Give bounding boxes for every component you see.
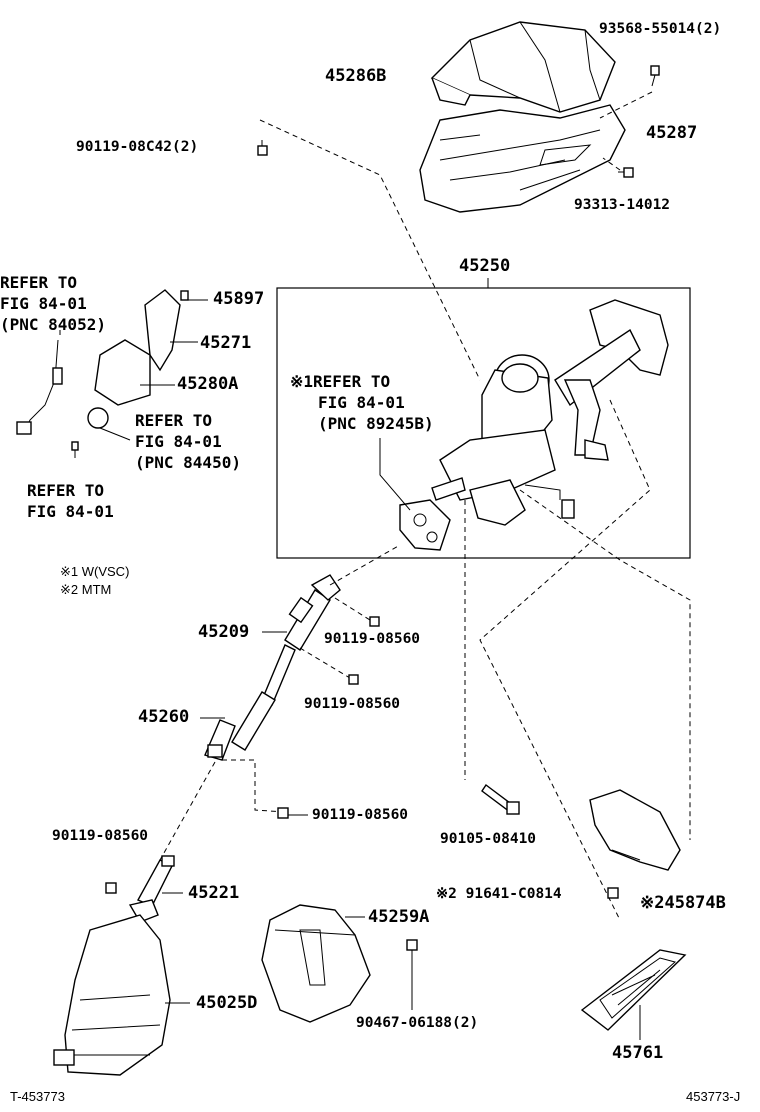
label-45761: 45761	[612, 1043, 664, 1063]
label-93313-14012: 93313-14012	[574, 197, 671, 213]
label-90467-06188: 90467-06188(2)	[356, 1015, 479, 1031]
label-45025D: 45025D	[196, 993, 258, 1013]
footer-left-id: T-453773	[10, 1089, 65, 1104]
cover-45259A	[261, 904, 371, 1023]
sliding-shaft	[204, 644, 296, 761]
lock-housing	[87, 289, 189, 429]
lower-cover-45874B	[589, 789, 681, 871]
ignition-switch-wire	[16, 339, 63, 435]
bolt-90105	[481, 783, 520, 815]
lower-column-cover	[419, 104, 626, 213]
screw-90467	[406, 939, 418, 951]
label-45260: 45260	[138, 707, 190, 727]
footer-right-id: 453773-J	[686, 1089, 741, 1104]
small-screw-left	[71, 441, 79, 458]
label-45874B: ※245874B	[640, 893, 726, 913]
column-assembly-box	[276, 287, 691, 559]
bolt-90119-a	[369, 616, 380, 627]
label-45259A: 45259A	[368, 907, 430, 927]
screw-90119-08C42	[257, 140, 268, 156]
bolt-90119-d	[105, 882, 117, 894]
screw-93568	[650, 65, 660, 87]
label-90119-08560-b: 90119-08560	[304, 696, 401, 712]
label-91641-C0814: ※2 91641-C0814	[436, 886, 562, 902]
label-45897: 45897	[213, 289, 265, 309]
steering-angle-sensor	[399, 499, 451, 551]
screw-91641	[607, 887, 619, 899]
label-45286B: 45286B	[325, 66, 387, 86]
label-90119-08C42: 90119-08C42(2)	[76, 139, 199, 155]
bolt-90119-b	[348, 674, 359, 685]
yoke-45221	[128, 855, 175, 923]
note-mtm: ※2 MTM	[60, 582, 112, 597]
label-90119-08560-a: 90119-08560	[324, 631, 421, 647]
label-45221: 45221	[188, 883, 240, 903]
screw-93313	[618, 167, 634, 178]
column-hole-boot	[53, 914, 171, 1076]
label-45280A: 45280A	[177, 374, 239, 394]
intermediate-shaft-joint	[284, 574, 341, 651]
label-45209: 45209	[198, 622, 250, 642]
label-45287: 45287	[646, 123, 698, 143]
bolt-90119-c	[277, 807, 289, 819]
label-90119-08560-d: 90119-08560	[52, 828, 149, 844]
label-93568-55014: 93568-55014(2)	[599, 21, 722, 37]
plate-45761	[580, 949, 687, 1031]
label-90105-08410: 90105-08410	[440, 831, 537, 847]
upper-column-cover	[430, 21, 616, 113]
label-45250: 45250	[459, 256, 511, 276]
label-45271: 45271	[200, 333, 252, 353]
label-90119-08560-c: 90119-08560	[312, 807, 409, 823]
note-w-vsc: ※1 W(VSC)	[60, 564, 130, 579]
steering-column-assembly	[431, 299, 669, 526]
